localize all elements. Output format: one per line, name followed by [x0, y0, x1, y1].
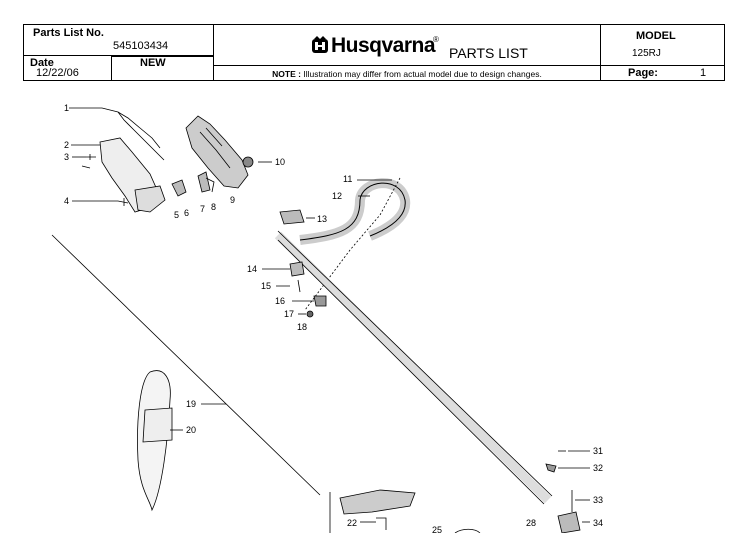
brand-name: Husqvarna [331, 34, 436, 57]
callout-19: 19 [186, 399, 196, 409]
callout-2: 2 [64, 140, 69, 150]
parts-list-no-label: Parts List No. [33, 27, 104, 39]
callout-20: 20 [186, 425, 196, 435]
husqvarna-crown-icon [312, 36, 328, 53]
note-divider [214, 65, 600, 66]
callout-7: 7 [200, 204, 205, 214]
note-label: NOTE : [272, 69, 301, 79]
model-value: 125RJ [632, 48, 661, 59]
callout-13: 13 [317, 214, 327, 224]
callout-1: 1 [64, 103, 69, 113]
callout-5: 5 [174, 210, 179, 220]
page-cell: Page: 1 [600, 65, 724, 80]
callout-12: 12 [332, 191, 342, 201]
callout-3: 3 [64, 152, 69, 162]
callout-10: 10 [275, 157, 285, 167]
model-cell: MODEL 125RJ [600, 25, 724, 65]
registered-mark: ® [433, 35, 439, 44]
parts-list-title: PARTS LIST [449, 45, 528, 61]
status-cell: NEW [112, 56, 214, 80]
callout-34: 34 [593, 518, 603, 528]
callout-11: 11 [343, 174, 352, 184]
throttle-handle [185, 115, 249, 189]
page-label: Page: [628, 67, 658, 79]
parts-list-header: Parts List No. 545103434 Date 12/22/06 N… [23, 24, 725, 81]
status-value: NEW [140, 57, 166, 69]
date-label: Date [30, 57, 54, 69]
callout-22: 22 [347, 518, 357, 528]
parts-list-no-value: 545103434 [113, 40, 169, 52]
note-body: Illustration may differ from actual mode… [303, 69, 542, 79]
date-cell: Date 12/22/06 [24, 56, 112, 80]
note-text: NOTE : Illustration may differ from actu… [214, 69, 600, 79]
parts-list-no-cell: Parts List No. 545103434 [24, 25, 214, 56]
callout-18: 18 [297, 322, 307, 332]
callout-28: 28 [526, 518, 536, 528]
callout-9: 9 [230, 195, 235, 205]
callout-15: 15 [261, 281, 271, 291]
callout-32: 32 [593, 463, 603, 473]
callout-4: 4 [64, 196, 69, 206]
callout-16: 16 [275, 296, 285, 306]
callout-labels: 1 2 3 4 5 6 7 8 9 10 11 12 13 14 15 16 1… [64, 103, 603, 533]
callout-33: 33 [593, 495, 603, 505]
callout-17: 17 [284, 309, 294, 319]
callout-31: 31 [593, 446, 603, 456]
callout-8: 8 [211, 202, 216, 212]
throttle-cable [101, 107, 161, 149]
callout-6: 6 [184, 208, 189, 218]
model-label: MODEL [636, 30, 676, 42]
callout-25: 25 [432, 525, 442, 533]
callout-14: 14 [247, 264, 257, 274]
page-value: 1 [700, 67, 707, 79]
date-value: 12/22/06 [36, 67, 79, 79]
husqvarna-logo: Husqvarna [310, 34, 436, 58]
